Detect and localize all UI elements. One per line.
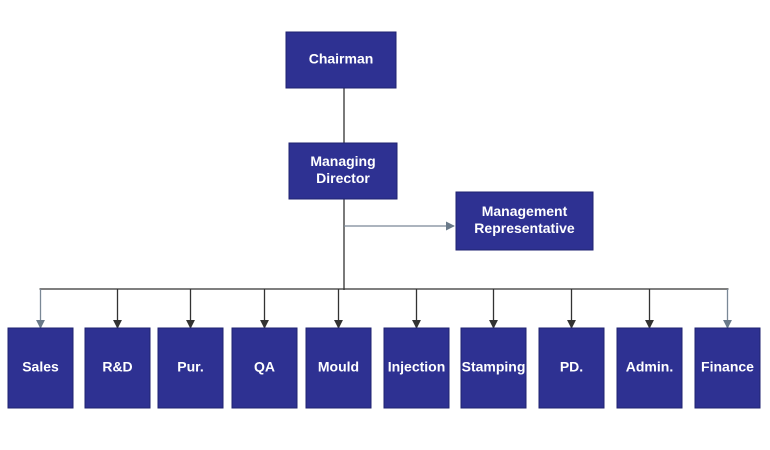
dept-pur-box: Pur.: [157, 327, 224, 409]
dept-mould-box-label: Mould: [318, 359, 359, 375]
dept-finance-box: Finance: [694, 327, 761, 409]
managing-director-box-label: Director: [316, 170, 370, 186]
dept-finance-box-rect: [694, 327, 761, 409]
dept-admin-box-label: Admin.: [626, 359, 673, 375]
managing-director-box-label: Managing: [310, 153, 375, 169]
dept-rnd-box-label: R&D: [102, 359, 132, 375]
dept-rnd-box-rect: [84, 327, 151, 409]
chairman-box: Chairman: [285, 31, 397, 89]
chairman-box-label: Chairman: [309, 51, 374, 67]
dept-stamping-box-label: Stamping: [462, 359, 526, 375]
dept-pur-box-rect: [157, 327, 224, 409]
dept-injection-box-rect: [383, 327, 450, 409]
dept-mould-box: Mould: [305, 327, 372, 409]
dept-pd-box: PD.: [538, 327, 605, 409]
dept-pur-box-label: Pur.: [177, 359, 203, 375]
dept-qa-box-rect: [231, 327, 298, 409]
dept-qa-box: QA: [231, 327, 298, 409]
chairman-box-rect: [285, 31, 397, 89]
dept-stamping-box-rect: [460, 327, 527, 409]
management-representative-box-label: Management: [482, 203, 568, 219]
managing-director-box-rect: [288, 142, 398, 200]
dept-sales-box-label: Sales: [22, 359, 59, 375]
management-representative-box-rect: [455, 191, 594, 251]
dept-mould-box-rect: [305, 327, 372, 409]
dept-sales-box: Sales: [7, 327, 74, 409]
dept-sales-box-rect: [7, 327, 74, 409]
dept-admin-box: Admin.: [616, 327, 683, 409]
dept-injection-box-label: Injection: [388, 359, 446, 375]
dept-stamping-box: Stamping: [460, 327, 527, 409]
dept-admin-box-rect: [616, 327, 683, 409]
dept-qa-box-label: QA: [254, 359, 275, 375]
connectors: [35, 88, 733, 329]
dept-rnd-box: R&D: [84, 327, 151, 409]
dept-finance-box-label: Finance: [701, 359, 754, 375]
dept-pd-box-label: PD.: [560, 359, 583, 375]
dept-pd-box-rect: [538, 327, 605, 409]
boxes: ChairmanManagingDirectorManagementRepres…: [7, 31, 761, 409]
dept-injection-box: Injection: [383, 327, 450, 409]
management-representative-box-label: Representative: [474, 220, 575, 236]
